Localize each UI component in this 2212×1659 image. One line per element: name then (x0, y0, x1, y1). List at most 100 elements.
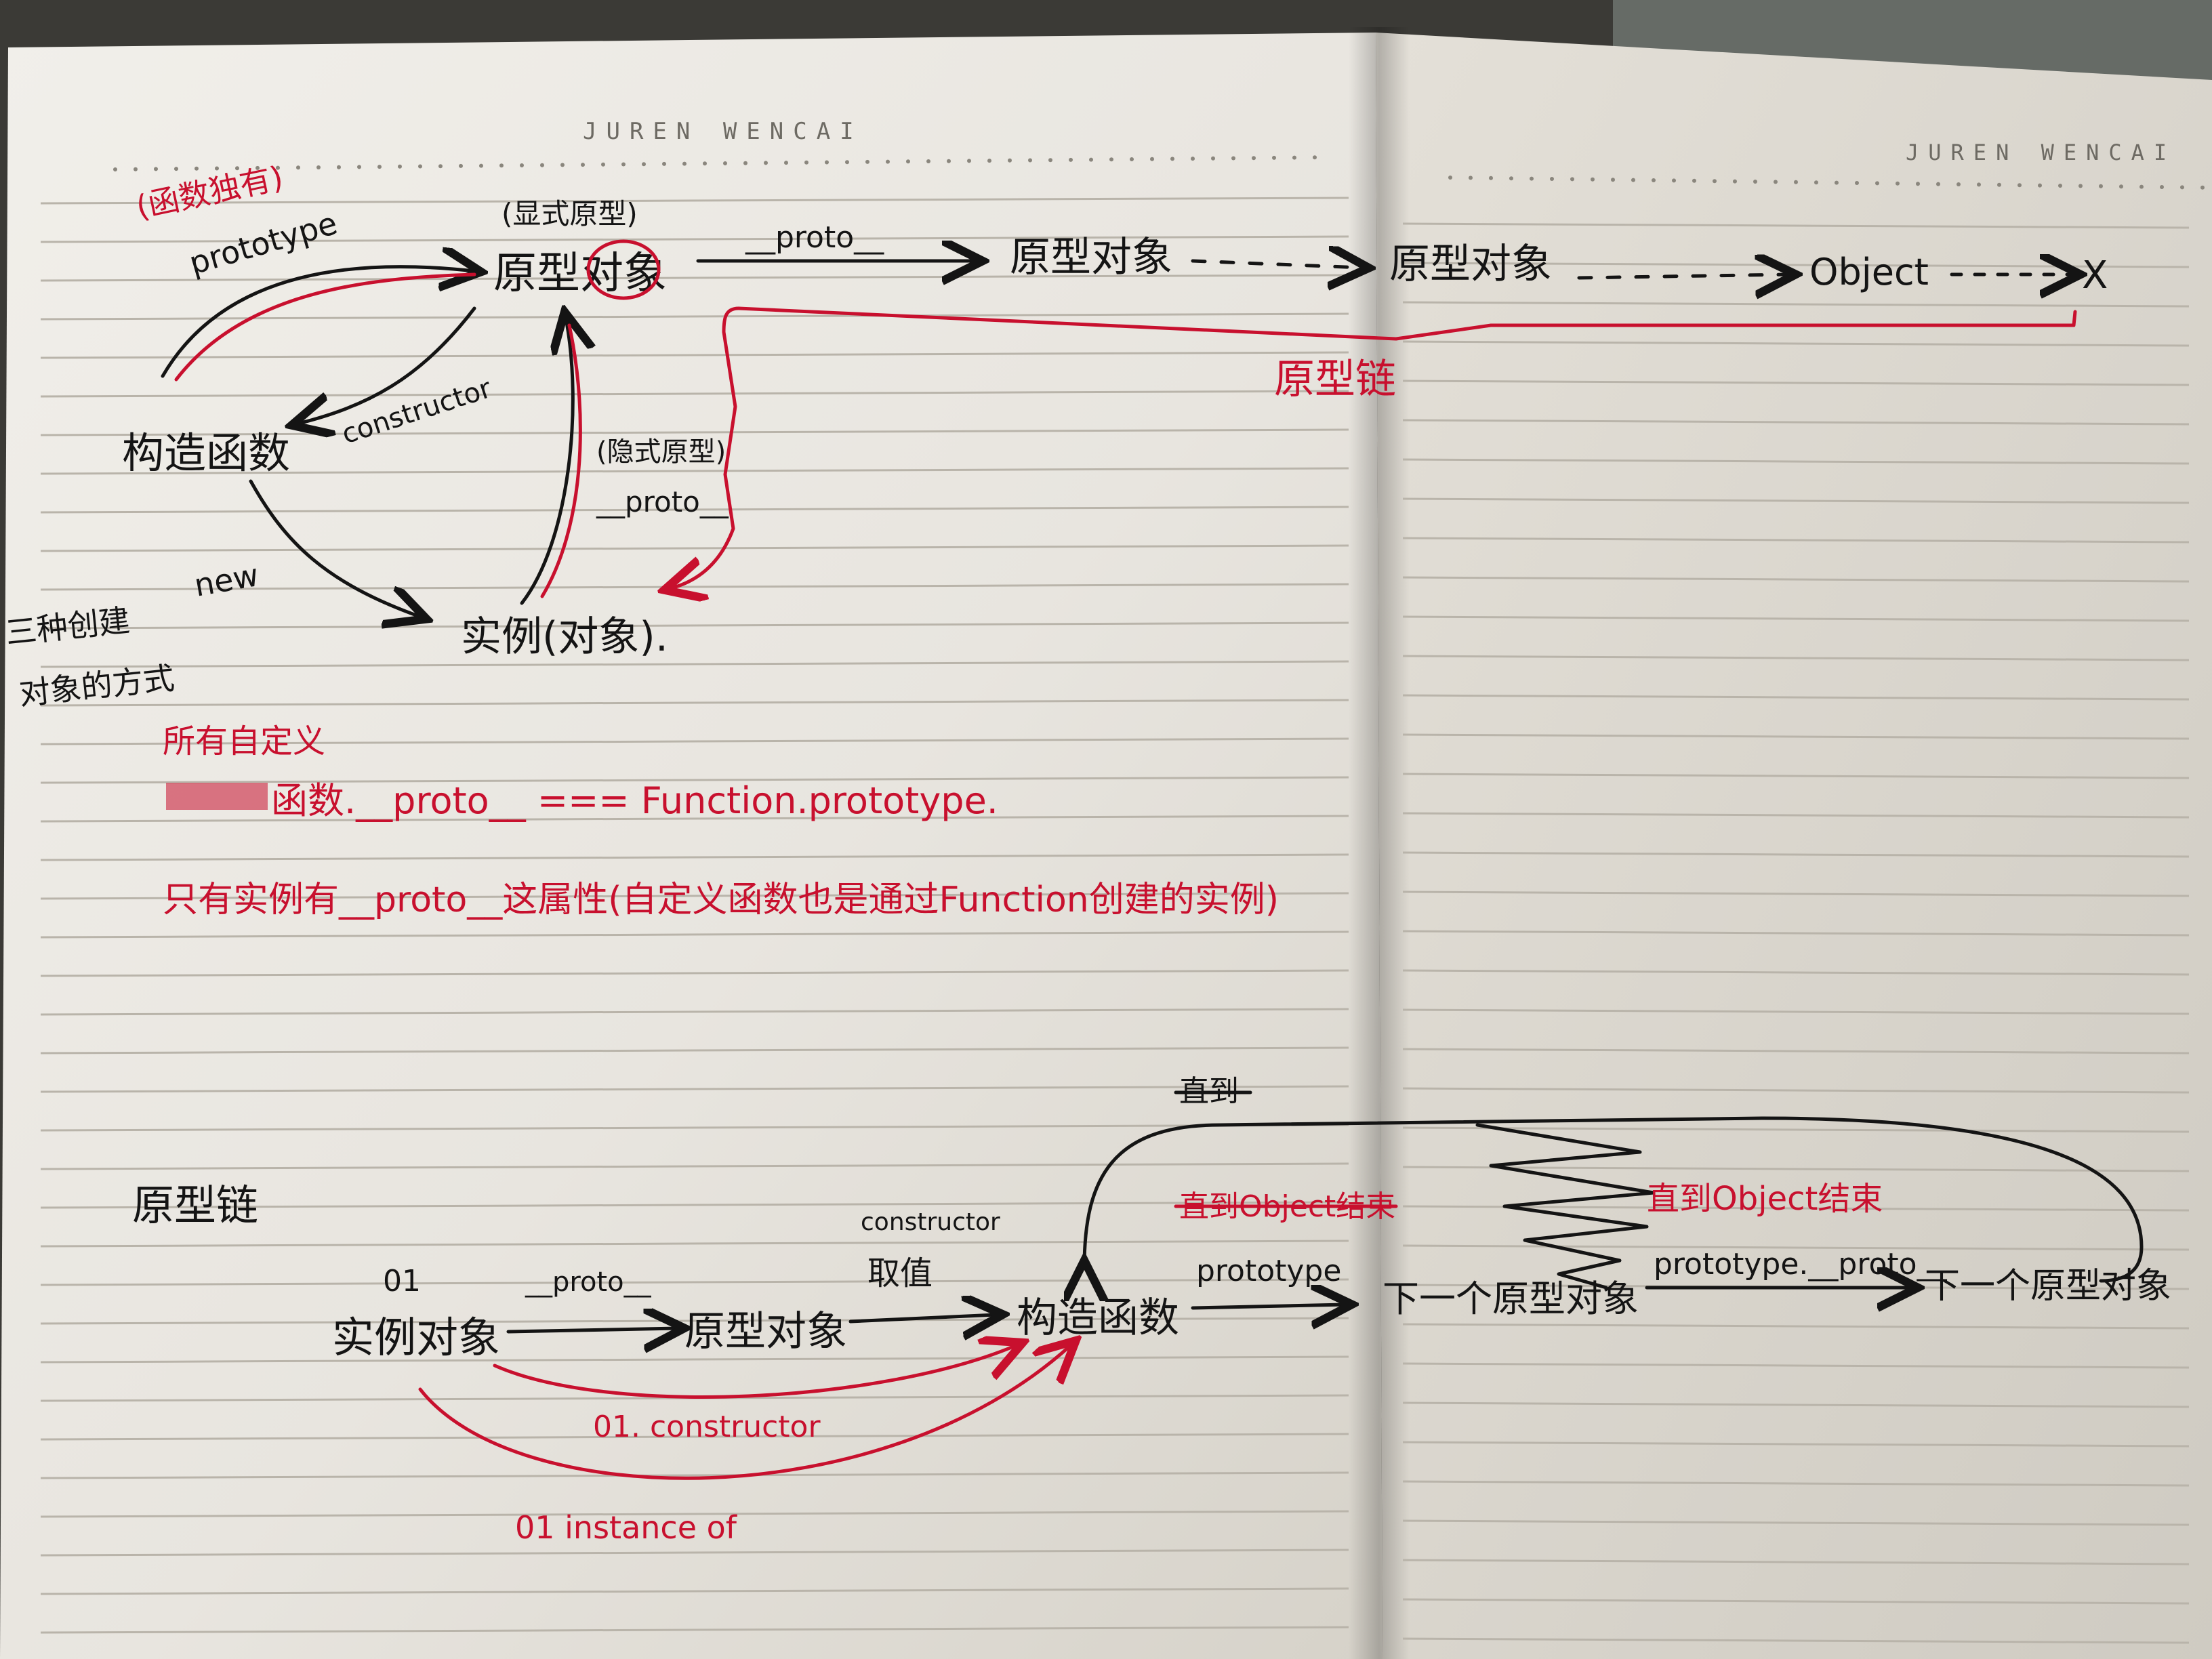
header-dot (1672, 178, 1676, 183)
header-dot (1896, 181, 1900, 186)
ruled-line (40, 1046, 1349, 1054)
left-page-brand: JUREN WENCAI (583, 118, 863, 145)
header-dot (601, 162, 605, 167)
ruled-line (1402, 890, 2190, 897)
implicit-proto-arrow-red (540, 323, 582, 598)
header-dot (499, 163, 504, 168)
ruled-line (1402, 1559, 2190, 1565)
ruled-line (40, 1085, 1349, 1093)
header-dot (1652, 178, 1656, 182)
ruled-line (40, 428, 1349, 436)
header-dot (194, 166, 199, 171)
ruled-line (1402, 812, 2190, 819)
header-dot (1753, 180, 1757, 184)
header-dot (1231, 156, 1235, 161)
ruled-line (40, 892, 1349, 900)
ruled-line (1402, 1126, 2190, 1133)
o1-instanceof-label: 01 instance of (515, 1509, 738, 1546)
constructor-function-node: 构造函数 (122, 428, 290, 478)
implicit-proto-label: __proto__ (596, 485, 729, 518)
header-dot (1530, 176, 1534, 181)
header-dot (1550, 177, 1554, 181)
header-dot (1489, 176, 1493, 180)
header-dot (865, 159, 869, 164)
red-note-line-1: 函数.__proto__ === Function.prototype. (271, 779, 998, 822)
ruled-line (1402, 1323, 2190, 1330)
header-dot (540, 163, 544, 167)
ruled-line (1402, 1362, 2190, 1369)
implicit-prototype-note: (隐式原型) (596, 436, 726, 468)
header-dot (1814, 180, 1818, 185)
ruled-line (40, 1433, 1349, 1441)
next-prototype-object-2: 下一个原型对象 (1925, 1266, 2171, 1307)
header-dot (154, 167, 158, 171)
ruled-line (40, 197, 1349, 205)
ruled-line (40, 1162, 1349, 1170)
header-dot (2038, 183, 2042, 188)
header-dot (1130, 157, 1134, 161)
ruled-line (40, 1510, 1349, 1518)
header-dot (845, 160, 849, 165)
header-dot (1448, 176, 1452, 180)
header-dot (1191, 157, 1195, 161)
header-dot (2160, 185, 2164, 189)
ruled-line (40, 853, 1349, 861)
prototype-object-node: 原型对象 (493, 249, 667, 299)
header-dot (2058, 184, 2062, 188)
header-dot (276, 165, 280, 170)
ruled-line (1402, 222, 2190, 229)
red-notes-heading: 所有自定义 (163, 722, 325, 760)
bottom-proto-arrow (506, 1328, 678, 1332)
loop-back-arc (1084, 1116, 2144, 1281)
explicit-prototype-note: (显式原型) (501, 197, 638, 230)
ruled-line (1402, 1401, 2190, 1408)
ruled-line (1402, 694, 2190, 701)
bottom-prototype-object: 原型对象 (684, 1308, 847, 1355)
header-dot (1509, 176, 1513, 181)
chain-arrow-1 (1191, 261, 1362, 268)
ruled-line (1402, 1519, 2190, 1526)
new-arrow (249, 479, 420, 617)
ruled-line (40, 660, 1349, 668)
ruled-line (40, 699, 1349, 707)
header-dot (1292, 155, 1296, 160)
ruled-line (1402, 497, 2190, 504)
prototype-arrow (161, 267, 474, 378)
header-dot (906, 159, 910, 164)
ruled-line (40, 1124, 1349, 1132)
header-dot (134, 167, 138, 171)
header-dot (1713, 179, 1717, 184)
chain-node-1: 原型对象 (1010, 234, 1172, 281)
header-dot (1069, 157, 1073, 162)
left-page (0, 33, 1382, 1659)
header-dot (1089, 157, 1093, 162)
ruled-line (1402, 458, 2190, 465)
header-dot (947, 159, 951, 163)
header-dot (2200, 185, 2205, 190)
header-dot (2180, 185, 2184, 190)
header-dot (337, 165, 341, 169)
header-dot (1469, 176, 1473, 180)
ruled-line (40, 1549, 1349, 1557)
ruled-line (1402, 969, 2190, 976)
header-dot (743, 161, 747, 165)
right-page-brand: JUREN WENCAI (1906, 140, 2176, 165)
header-dot (886, 159, 890, 164)
spine-shadow (1349, 27, 1410, 1659)
header-dot (1774, 180, 1778, 184)
ruled-line (1402, 301, 2190, 308)
header-dot (1048, 158, 1052, 163)
o1-label: 01 (383, 1264, 421, 1298)
header-dot (438, 164, 443, 169)
ruled-line (1402, 419, 2190, 426)
ruled-line (1402, 1441, 2190, 1448)
header-dot (1313, 155, 1317, 160)
circled-object-mark (586, 239, 661, 300)
header-dot (1170, 157, 1174, 161)
header-dot (1855, 181, 1859, 185)
header-dot (1150, 157, 1154, 161)
ruled-line (40, 737, 1349, 745)
ruled-line (1402, 1244, 2190, 1251)
header-dot (723, 161, 727, 165)
